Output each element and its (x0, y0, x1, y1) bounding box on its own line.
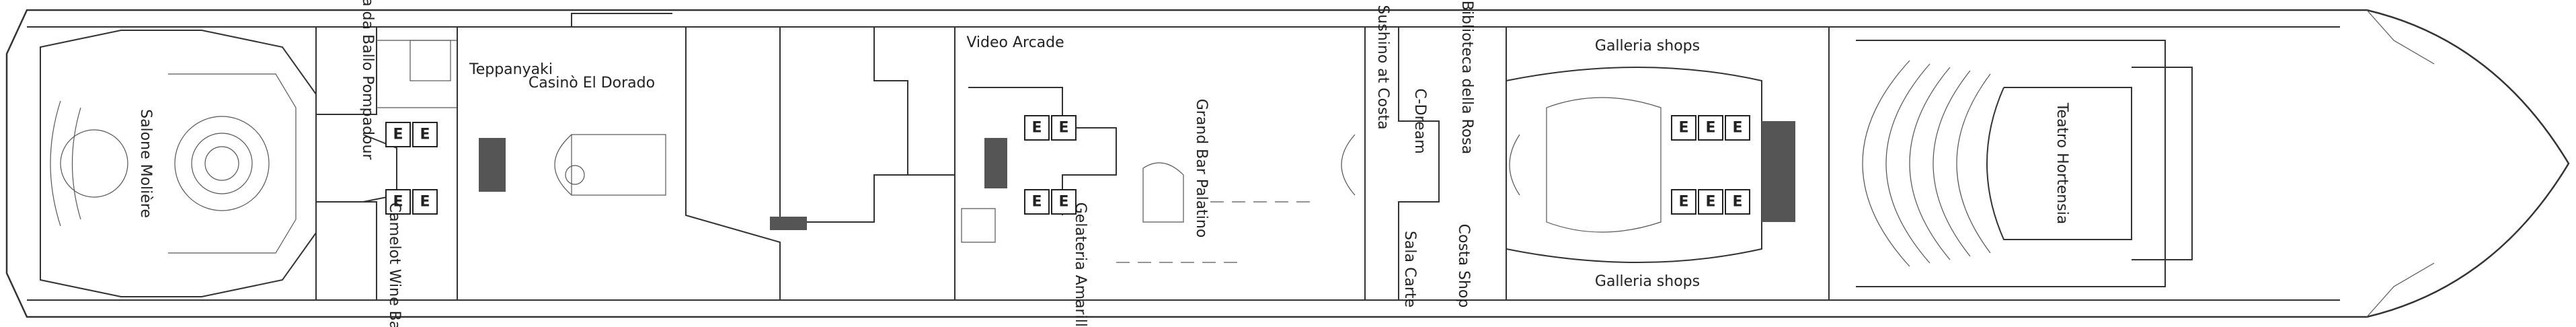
elevator-e: E (1732, 194, 1742, 211)
stairs-aft (479, 138, 506, 192)
elevator-bank-aft-lower: E E (385, 189, 438, 215)
room-label-galleria-shops-top: Galleria shops (1595, 38, 1700, 54)
elevator-bank-fwd-lower: E E E (1671, 189, 1750, 215)
teatro-hortensia-area (1828, 27, 2193, 300)
room-label-gelateria-amarillo: Gelateria Amarillo (1072, 203, 1089, 327)
stairs-fwd (1762, 121, 1795, 222)
elevator-e: E (393, 194, 403, 211)
room-label-sala-carte: Sala Carte (1401, 231, 1418, 307)
elevator-e: E (1058, 120, 1068, 137)
room-label-salone-moliere: Salone Molière (137, 109, 154, 218)
elevator-e: E (1705, 194, 1715, 211)
stairs-mid-2 (984, 138, 1007, 188)
elevator-bank-mid-lower: E E (1024, 189, 1077, 215)
pompadour-area (315, 27, 458, 300)
room-label-c-dream: C-Dream (1411, 88, 1428, 153)
ship-hull (5, 9, 2570, 318)
elevator-e: E (420, 126, 430, 143)
elevator-e: E (1678, 194, 1688, 211)
room-label-sushino-at-costa: Sushino at Costa (1374, 5, 1391, 129)
room-label-camelot-wine-bar: Camelot Wine Bar (386, 203, 403, 327)
elevator-bank-mid-upper: E E (1024, 115, 1077, 141)
room-label-costa-shop: Costa Shop (1455, 224, 1472, 308)
room-label-casino-el-dorado: Casinò El Dorado (529, 75, 655, 92)
elevator-bank-aft-upper: E E (385, 122, 438, 147)
elevator-bank-fwd-upper: E E E (1671, 115, 1750, 141)
casino-area (457, 13, 781, 300)
elevator-e: E (1705, 120, 1715, 137)
elevator-e: E (1031, 120, 1042, 137)
elevator-e: E (1031, 194, 1042, 211)
room-label-biblioteca-della-rosa: Biblioteca della Rosa (1458, 1, 1475, 155)
room-label-grand-bar-palatino: Grand Bar Palatino (1193, 99, 1210, 238)
elevator-e: E (1732, 120, 1742, 137)
elevator-e: E (393, 126, 403, 143)
room-label-video-arcade: Video Arcade (966, 34, 1064, 51)
room-label-teppanyaki: Teppanyaki (469, 61, 553, 78)
room-label-sala-da-ballo-pompadour: Sala da Ballo Pompadour (359, 0, 376, 160)
stairs-mid (770, 217, 807, 230)
room-label-teatro-hortensia: Teatro Hortensia (2054, 102, 2070, 225)
mid-area (770, 27, 1117, 300)
room-label-galleria-shops-bottom: Galleria shops (1595, 273, 1700, 290)
elevator-e: E (1058, 194, 1068, 211)
elevator-e: E (420, 194, 430, 211)
elevator-e: E (1678, 120, 1688, 137)
